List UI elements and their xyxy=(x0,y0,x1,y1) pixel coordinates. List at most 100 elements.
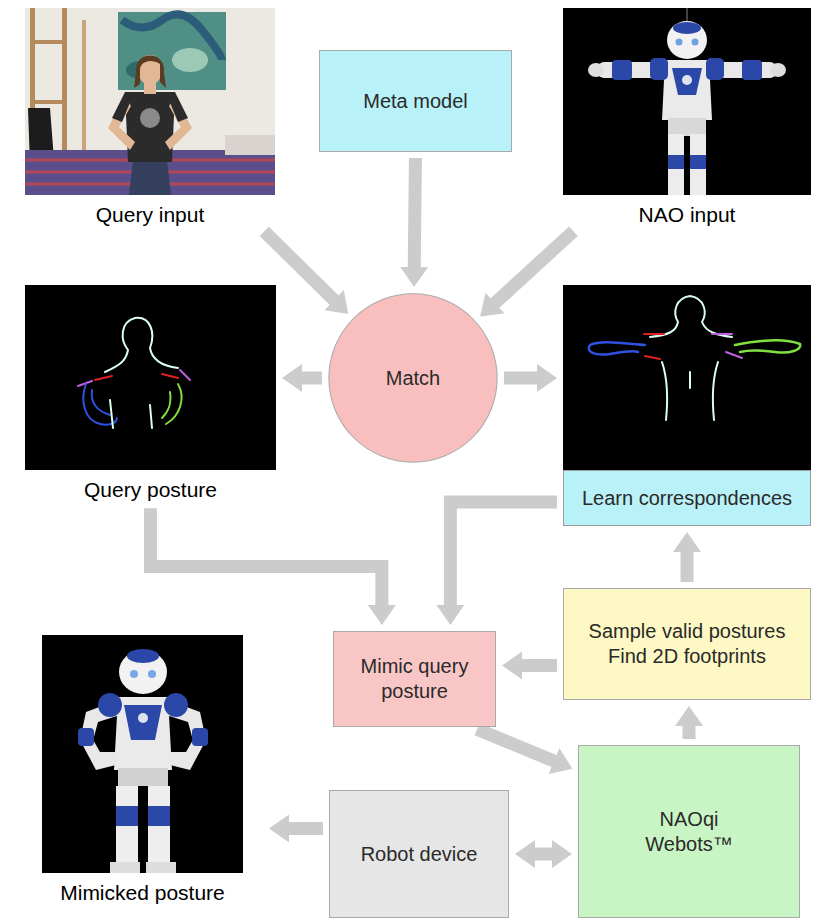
robot-photo xyxy=(673,22,701,34)
image-area xyxy=(25,285,276,470)
person-photo xyxy=(172,48,208,72)
block-arrow xyxy=(493,231,573,304)
node-label: Robot device xyxy=(361,842,478,867)
caption: Mimicked posture xyxy=(22,873,263,905)
robot-photo xyxy=(148,806,170,826)
person-photo xyxy=(25,8,275,195)
robot-photo xyxy=(742,60,762,80)
edge-image xyxy=(162,374,178,378)
edge-image xyxy=(650,296,732,337)
robot-photo xyxy=(148,670,156,678)
robot-photo xyxy=(672,68,702,95)
block-arrow xyxy=(520,659,557,672)
edge-image xyxy=(25,285,276,470)
person-photo xyxy=(30,100,67,104)
robot-photo xyxy=(668,155,684,169)
robot-photo xyxy=(676,39,683,46)
caption: Query posture xyxy=(25,470,276,502)
edge-image xyxy=(110,400,152,428)
person-photo xyxy=(125,92,175,162)
node-label: Mimic query posture xyxy=(344,654,485,704)
block-arrow xyxy=(504,372,539,385)
caption: Query input xyxy=(25,195,275,227)
robot-photo xyxy=(770,63,786,77)
block-arrow xyxy=(477,729,556,762)
robot-photo xyxy=(612,60,632,80)
robot-photo xyxy=(116,806,138,826)
block-arrow xyxy=(264,231,335,301)
circle-shape xyxy=(329,294,497,462)
edge-image xyxy=(95,376,112,380)
edge-image xyxy=(563,285,811,470)
edge-image xyxy=(162,384,182,424)
block-arrow xyxy=(300,372,322,385)
robot-photo xyxy=(650,58,668,80)
photo-panel: NAO input xyxy=(563,8,811,227)
edge-image xyxy=(735,340,800,352)
caption: NAO input xyxy=(563,195,811,227)
robot-photo xyxy=(192,728,208,746)
device-box: Robot device xyxy=(329,790,509,918)
robot-photo xyxy=(690,155,706,169)
edge-image xyxy=(712,333,732,335)
robot-photo xyxy=(114,697,172,770)
person-photo xyxy=(82,20,86,160)
robot-photo xyxy=(116,786,138,866)
robot-photo xyxy=(146,862,176,873)
edge-image xyxy=(563,285,811,470)
robot-photo xyxy=(668,118,706,136)
edge-image xyxy=(589,342,645,354)
robot-photo xyxy=(138,713,148,723)
robot-photo xyxy=(662,60,712,120)
robot-photo xyxy=(687,8,688,22)
edge-image xyxy=(180,370,190,380)
robot-photo xyxy=(682,75,692,85)
robot-photo xyxy=(668,134,684,195)
process-box: Meta model xyxy=(319,50,512,152)
person-photo xyxy=(134,56,166,89)
person-photo xyxy=(169,92,188,122)
image-area xyxy=(563,285,811,470)
simulator-box: NAOqiWebots™ xyxy=(578,745,800,918)
image-area xyxy=(25,8,275,195)
person-photo xyxy=(118,12,226,90)
block-arrow xyxy=(533,848,554,861)
photo-panel: Query input xyxy=(25,8,275,227)
edge-image xyxy=(25,285,276,470)
image-area xyxy=(563,8,811,195)
image-panel: Query posture xyxy=(25,285,276,502)
person-photo xyxy=(25,8,275,195)
robot-photo xyxy=(118,768,168,786)
block-arrow xyxy=(151,508,382,607)
robot-photo xyxy=(667,21,707,59)
robot-photo xyxy=(690,134,706,195)
robot-photo xyxy=(42,635,243,873)
robot-photo xyxy=(692,39,699,46)
block-arrow xyxy=(450,502,557,607)
robot-photo xyxy=(588,63,604,77)
node-label: NAOqi xyxy=(660,807,719,832)
robot-photo xyxy=(119,650,167,694)
robot-photo xyxy=(127,649,159,663)
node-label: Meta model xyxy=(363,89,468,114)
person-photo xyxy=(112,92,131,122)
person-photo xyxy=(225,135,275,155)
robot-photo xyxy=(130,670,138,678)
robot-photo xyxy=(42,635,243,873)
robot-photo xyxy=(706,58,724,80)
block-arrow xyxy=(681,550,694,582)
robot-photo xyxy=(124,705,162,740)
node-label: Find 2D footprints xyxy=(608,644,766,669)
block-arrow xyxy=(683,724,696,739)
robot-photo xyxy=(563,8,811,195)
robot-photo xyxy=(563,8,811,195)
node-label: Match xyxy=(386,367,440,390)
process-box: Mimic query posture xyxy=(333,631,496,727)
image-band-panel: Learn correspondences xyxy=(563,285,811,526)
robot-photo xyxy=(164,693,188,717)
person-photo xyxy=(122,14,222,60)
node-label: Sample valid postures xyxy=(589,619,786,644)
person-photo xyxy=(140,108,160,128)
block-arrow xyxy=(414,158,415,269)
